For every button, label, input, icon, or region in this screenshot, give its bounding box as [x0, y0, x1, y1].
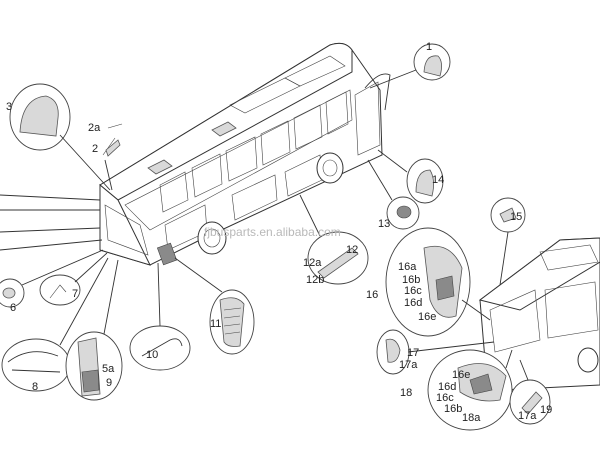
callout-9	[65, 259, 123, 401]
callout-11	[174, 257, 255, 355]
left-leader-lines	[0, 194, 103, 251]
callout-15	[490, 197, 526, 286]
label-16e: 16e	[418, 311, 436, 323]
part-labels: 1 3 2a 2 6 7 8 5a 9 10 11 12 12a 12b 13 …	[6, 41, 552, 424]
main-bus	[99, 42, 391, 266]
label-16b: 16b	[402, 274, 420, 286]
label-13: 13	[378, 218, 390, 230]
callout-13	[367, 159, 420, 230]
callout-19	[509, 359, 551, 425]
label-16d: 16d	[404, 297, 422, 309]
label-14: 14	[432, 174, 444, 186]
label-16a: 16a	[398, 261, 417, 273]
label-19: 19	[540, 404, 552, 416]
label-6: 6	[10, 302, 16, 314]
label-15: 15	[510, 211, 522, 223]
label-1: 1	[426, 41, 432, 53]
label-18a: 18a	[462, 412, 481, 424]
callout-10	[129, 262, 191, 371]
label-16c: 16c	[404, 285, 422, 297]
watermark: fjbusparts.en.alibaba.com	[204, 225, 341, 239]
callout-14	[377, 149, 444, 204]
callout-1	[369, 43, 451, 89]
callout-18	[427, 349, 513, 431]
label-18-16e: 16e	[452, 369, 470, 381]
callout-6	[0, 249, 104, 308]
label-12b: 12b	[306, 274, 324, 286]
label-7: 7	[72, 288, 78, 300]
callout-16	[385, 227, 491, 337]
label-11: 11	[210, 318, 221, 330]
label-19-17a: 17a	[518, 410, 537, 422]
label-2: 2	[92, 143, 98, 155]
label-18-16d: 16d	[438, 381, 456, 393]
label-12a: 12a	[303, 257, 322, 269]
label-3: 3	[6, 101, 12, 113]
label-10: 10	[146, 349, 158, 361]
label-12: 12	[346, 244, 358, 256]
callout-2	[102, 123, 123, 191]
label-9: 9	[106, 377, 112, 389]
label-18: 18	[400, 387, 412, 399]
label-18-16c: 16c	[436, 392, 454, 404]
label-2a: 2a	[88, 122, 101, 134]
label-5a: 5a	[102, 363, 115, 375]
callout-12	[299, 194, 369, 285]
callout-3	[9, 83, 111, 191]
label-17: 17	[407, 347, 419, 359]
label-8: 8	[32, 381, 38, 393]
callout-17	[376, 329, 495, 375]
label-18-16b: 16b	[444, 403, 462, 415]
callout-7	[39, 252, 108, 306]
label-17a: 17a	[399, 359, 418, 371]
label-16: 16	[366, 289, 378, 301]
